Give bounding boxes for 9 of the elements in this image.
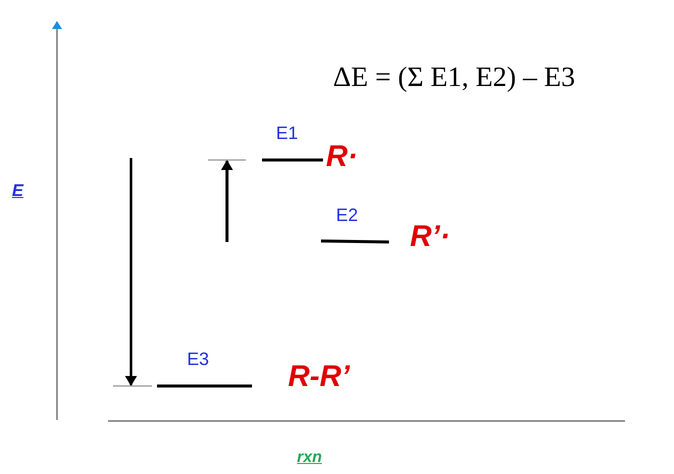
axis-label: rxn xyxy=(297,450,322,466)
species-label: R-R’ xyxy=(288,362,350,392)
level-label: E3 xyxy=(187,350,210,368)
axis-label: E xyxy=(12,182,24,199)
species-label: R’· xyxy=(410,222,450,252)
level-label: E1 xyxy=(276,124,298,142)
species-label: R· xyxy=(326,142,358,172)
energy-equation: ΔE = (Σ E1, E2) – E3 xyxy=(333,64,576,92)
level-label: E2 xyxy=(336,206,358,224)
